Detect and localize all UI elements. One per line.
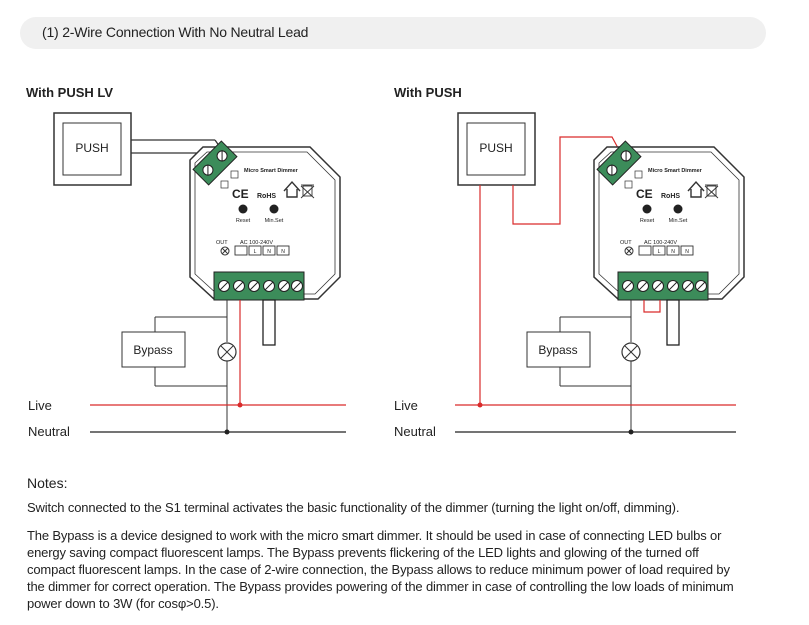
out-label: OUT — [216, 240, 228, 246]
neutral-label: Neutral — [28, 424, 70, 439]
minset-label: Min.Set — [669, 218, 688, 224]
note-paragraph: The Bypass is a device designed to work … — [27, 528, 734, 611]
ce-mark: CE — [232, 187, 249, 201]
diagram-heading: With PUSH LV — [26, 85, 113, 100]
wiring-diagrams: With PUSH LV PUSH Micro Smart Dimmer CE … — [26, 85, 745, 439]
ac-label: AC 100-240V — [644, 240, 677, 246]
reset-label: Reset — [640, 218, 655, 224]
diagram-heading: With PUSH — [394, 85, 462, 100]
svg-text:N: N — [685, 249, 689, 255]
push-label: PUSH — [479, 141, 512, 155]
minset-label: Min.Set — [265, 218, 284, 224]
bypass-box — [526, 331, 591, 368]
svg-text:N: N — [267, 249, 271, 255]
svg-text:N: N — [281, 249, 285, 255]
svg-text:L: L — [254, 249, 257, 255]
ce-mark: CE — [636, 187, 653, 201]
notes-heading: Notes: — [27, 475, 68, 491]
bypass-box — [121, 331, 186, 368]
rohs-mark: RoHS — [257, 193, 276, 200]
section-header-bar: (1) 2-Wire Connection With No Neutral Le… — [20, 17, 766, 49]
note-paragraph: Switch connected to the S1 terminal acti… — [27, 500, 680, 515]
dimmer-name: Micro Smart Dimmer — [244, 168, 299, 174]
rohs-mark: RoHS — [661, 193, 680, 200]
out-label: OUT — [620, 240, 632, 246]
ac-label: AC 100-240V — [240, 240, 273, 246]
section-title: (1) 2-Wire Connection With No Neutral Le… — [42, 24, 309, 40]
dimmer-name: Micro Smart Dimmer — [648, 168, 703, 174]
diagram-push: With PUSH PUSH Micro Smart Dimmer CE RoH… — [394, 85, 745, 439]
bypass-label: Bypass — [538, 343, 577, 357]
live-label: Live — [394, 398, 418, 413]
svg-text:N: N — [671, 249, 675, 255]
bypass-label: Bypass — [133, 343, 172, 357]
svg-text:L: L — [658, 249, 661, 255]
push-label: PUSH — [75, 141, 108, 155]
diagram-push-lv: With PUSH LV PUSH Micro Smart Dimmer CE … — [26, 85, 346, 439]
neutral-label: Neutral — [394, 424, 436, 439]
reset-label: Reset — [236, 218, 251, 224]
live-label: Live — [28, 398, 52, 413]
